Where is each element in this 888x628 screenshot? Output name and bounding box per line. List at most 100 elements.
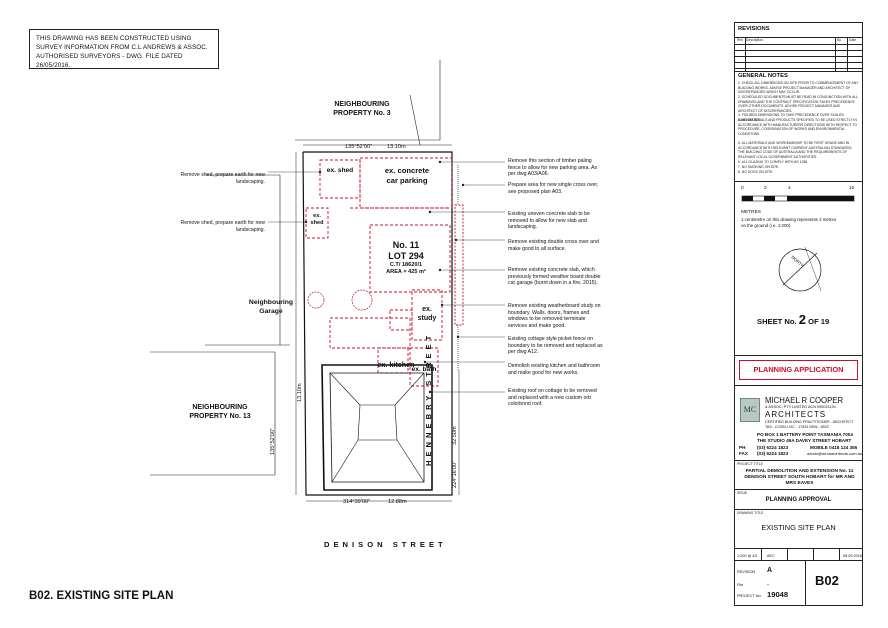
shed1-outline (319, 159, 361, 199)
firm-address-2: THE STUDIO 49A DAVEY STREET HOBART (757, 438, 852, 443)
drawing-title: B02. EXISTING SITE PLAN (29, 590, 174, 602)
issue-value: PLANNING APPROVAL (765, 497, 832, 503)
dim-bottom-length: 12.88m (388, 499, 407, 505)
bath-label: ex. bath (411, 366, 437, 373)
scale-tick-10: 10 (849, 186, 855, 191)
dim-top-bearing: 135°52'00" (345, 144, 373, 150)
lot-boundary (302, 151, 453, 496)
dim-bottom-bearing: 314°39'00" (343, 499, 371, 505)
firm-cert: CERTIFIED BUILDING PRACTITIONER - ARCHIT… (765, 420, 854, 424)
file-label: File (737, 583, 744, 587)
rev-col-by: By (837, 38, 841, 42)
drawing-title-label: DRAWING TITLE (737, 511, 764, 515)
hennebry-street-label: HENNEBRY STREET (424, 331, 433, 466)
scale-value: 1:200 @ A3 (737, 554, 757, 558)
right-note-8: Demolish existing kitchen and bathroom a… (508, 363, 600, 376)
revision-value: A (767, 567, 773, 574)
shed1-label: ex. shed (326, 167, 354, 174)
firm-regs: TAS - CC902J VIC - 17633 NSW - 6523 (765, 425, 829, 429)
deck-outline (329, 317, 411, 349)
file-value: - (767, 582, 769, 588)
project-no-label: PROJECT No. (737, 594, 762, 598)
dim-right-length: 32.50m (452, 426, 458, 445)
ct-label: C.T/ 18620/1 (389, 262, 423, 268)
general-note-4: 4. ALL MATERIALS AND PRODUCTS SPECIFIED … (738, 118, 858, 136)
study-label: ex. study (417, 306, 437, 322)
general-note-1: 1. CHECK ALL DIMENSIONS ON SITE PRIOR TO… (738, 81, 859, 95)
boundary-line (409, 94, 421, 146)
tree-icon (351, 289, 373, 311)
right-note-2: Prepare area for new single cross over, … (508, 182, 599, 195)
fax: (03) 6224 1823 (757, 451, 789, 456)
right-note-4: Remove existing double cross over and ma… (508, 239, 599, 252)
firm-name: MICHAEL R COOPER (765, 396, 844, 405)
email: admin@mrcaarchitects.com.au (807, 451, 863, 456)
site-plan-drawing (150, 60, 505, 502)
date-value: 08.09.2016 (843, 554, 863, 558)
firm-logo: MC (740, 398, 760, 422)
planning-application-stamp: PLANNING APPLICATION (753, 365, 844, 374)
dim-right-bearing: 224°16'00" (452, 460, 458, 488)
dim-left-bearing: 135°52'00" (270, 427, 276, 455)
drawing-title-value: EXISTING SITE PLAN (761, 523, 836, 532)
lot-no-label: No. 11 (392, 240, 420, 250)
left-note-2: Remove shed, prepare earth for new lands… (180, 220, 266, 233)
rev-col-date: Date (849, 38, 857, 42)
sheet-number: SHEET No. 2 OF 19 (757, 312, 829, 327)
revisions-title: REVISIONS (738, 26, 770, 32)
general-note-8: 8. NO DOGS ON SITE. (738, 170, 774, 174)
sheet-suffix: OF 19 (808, 317, 830, 326)
sheet-code: B02 (815, 573, 839, 588)
project-title-label: PROJECT TITLE (737, 462, 763, 466)
right-note-9: Existing roof on cottage to be removed a… (508, 388, 597, 408)
fax-label: FAX (739, 451, 748, 456)
tree-icon (307, 291, 325, 309)
area-label: AREA = 425 m² (386, 269, 426, 275)
right-note-5: Remove existing concrete slab, which pre… (508, 267, 601, 287)
fence-hatch (454, 204, 464, 326)
neighbour-garage-label: Neighbouring Garage (248, 299, 294, 315)
general-note-2: 2. SCHEDULED DOCUMENTS MUST BE READ IN C… (738, 95, 859, 113)
drawn-value: AEC (767, 554, 775, 558)
sheet-no: 2 (798, 312, 807, 327)
neighbour-3-label: NEIGHBOURING PROPERTY No. 3 (333, 101, 391, 117)
right-note-3: Existing uneven concrete slab to be remo… (508, 211, 590, 231)
firm-architects: ARCHITECTS (765, 410, 827, 419)
general-note-3: 3. FIGURED DIMENSIONS TO TAKE PRECEDENCE… (738, 113, 845, 122)
right-note-6: Remove existing weatherboard study on bo… (508, 303, 601, 329)
dim-top-length: 13.10m (387, 144, 406, 150)
scale-tick-4: 4 (788, 186, 791, 191)
project-no-value: 19048 (767, 590, 789, 599)
dim-left-length: 13.10m (297, 383, 303, 402)
shed2-label: ex. shed (310, 213, 324, 226)
north-arrow-icon (778, 246, 822, 292)
left-note-1: Remove shed, prepare earth for new lands… (180, 172, 266, 185)
firm-address-1: PO BOX 1 BATTERY POINT TASMANIA 7004 (757, 432, 853, 437)
scale-unit: METRES (741, 210, 761, 215)
mobile: MOBILE 0418 124 355 (810, 445, 858, 450)
phone: (03) 6224 1823 (757, 445, 789, 450)
rev-col-rev: Rev (737, 38, 744, 42)
scale-bar (741, 195, 855, 202)
phone-label: PH (739, 445, 746, 450)
scale-note: 1 centimetre on this drawing represents … (741, 217, 837, 228)
denison-street-label: DENISON STREET (324, 540, 447, 549)
lot-label: LOT 294 (388, 251, 424, 261)
kitchen-label: ex. kitchen (377, 360, 415, 369)
parking-label: ex. concrete car parking (384, 166, 430, 185)
issue-label: ISSUE (737, 491, 748, 495)
general-notes-title: GENERAL NOTES (738, 73, 788, 79)
scale-tick-0: 0 (741, 186, 744, 191)
small-outline (389, 309, 413, 331)
scale-tick-2: 2 (764, 186, 767, 191)
general-note-6: 6. ALL GLAZING TO COMPLY WITH AS 1288. (738, 160, 809, 164)
revision-label: REVISION (737, 570, 756, 574)
leader-lines (268, 161, 505, 393)
right-note-7: Existing cottage style picket fence on b… (508, 336, 603, 356)
rev-col-desc: Description (746, 38, 763, 42)
right-note-1: Remove this section of timber paling fen… (508, 158, 598, 178)
slab-outline (369, 224, 451, 293)
project-title: PARTIAL DEMOLITION AND EXTENSION No. 11 … (744, 469, 855, 486)
general-note-5: 5. ALL MATERIALS AND WORKMANSHIP TO BE F… (738, 141, 853, 159)
cottage (321, 364, 433, 491)
